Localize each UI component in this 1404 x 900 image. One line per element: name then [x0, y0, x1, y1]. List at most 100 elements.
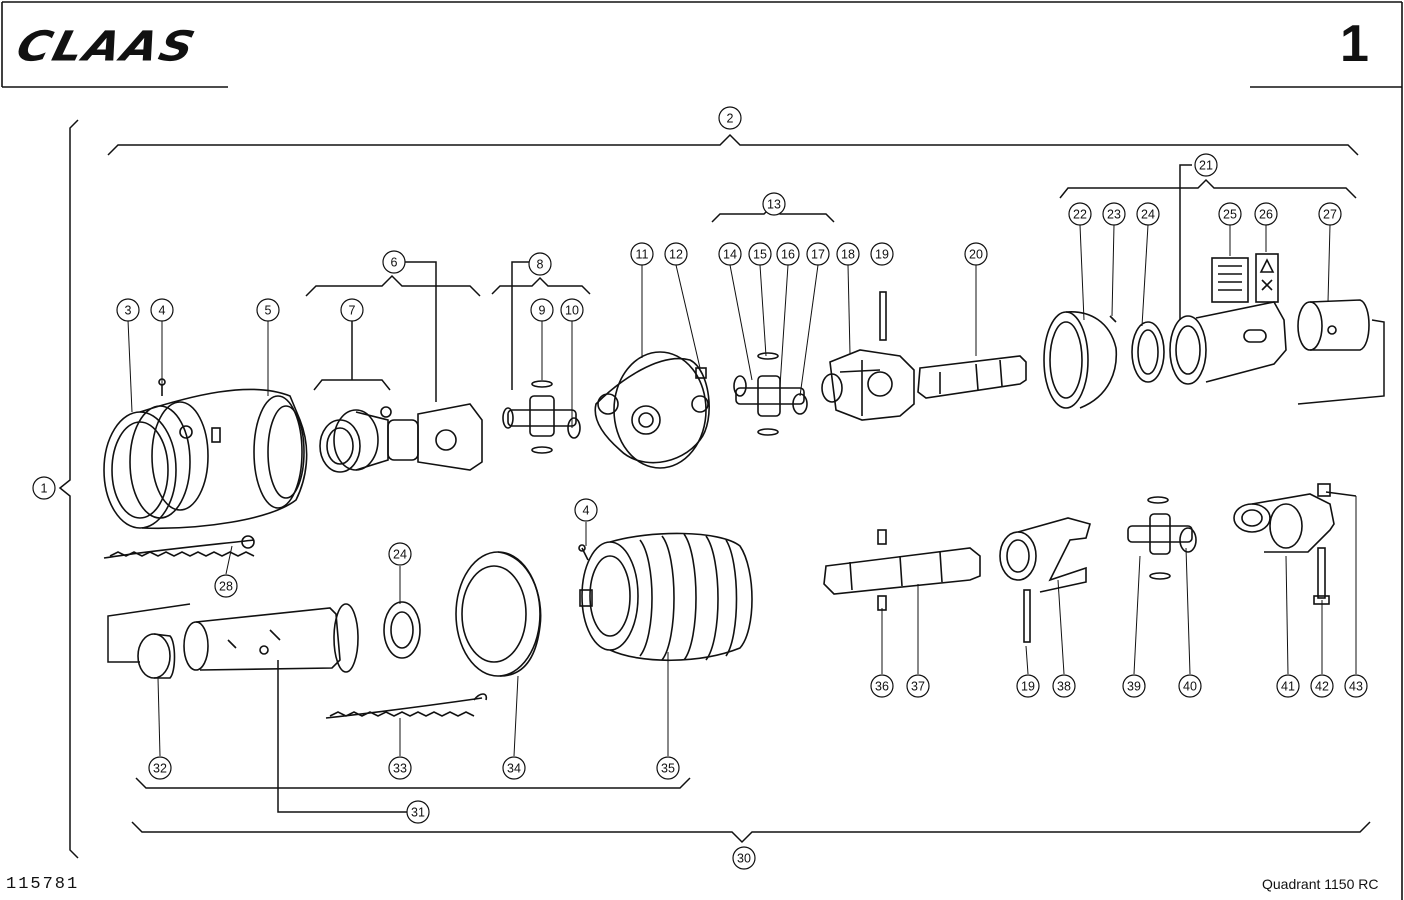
drawing-number: 115781	[6, 875, 80, 894]
callout-circle-33	[388, 756, 412, 780]
callout-circle-3	[116, 298, 140, 322]
callout-label-33: 33	[393, 762, 407, 776]
callout-circle-30	[732, 846, 756, 870]
part-yoke-18	[821, 349, 915, 421]
callout-label-7: 7	[349, 304, 356, 318]
part-flange-11	[594, 351, 710, 469]
callout-label-43: 43	[1349, 680, 1363, 694]
callout-circle-27	[1318, 202, 1342, 226]
part-bearing-ring-24-top	[1131, 321, 1165, 383]
callout-label-9: 9	[539, 304, 546, 318]
callout-circle-19	[1016, 674, 1040, 698]
callout-label-30: 30	[737, 852, 751, 866]
callout-label-34: 34	[507, 762, 521, 776]
callout-label-24: 24	[1141, 208, 1155, 222]
callout-label-20: 20	[969, 248, 983, 262]
part-screw-4	[158, 378, 166, 396]
part-screw-4-bottom	[578, 544, 589, 561]
callout-label-36: 36	[875, 680, 889, 694]
part-label-26	[1255, 253, 1279, 303]
callout-circle-25	[1218, 202, 1242, 226]
callout-circle-1	[32, 476, 56, 500]
callout-label-32: 32	[153, 762, 167, 776]
callout-circle-26	[1254, 202, 1278, 226]
callout-label-35: 35	[661, 762, 675, 776]
callout-circle-19	[870, 242, 894, 266]
callout-circle-37	[906, 674, 930, 698]
callout-label-16: 16	[781, 248, 795, 262]
page-number: 1	[1340, 15, 1369, 73]
callout-label-17: 17	[811, 248, 825, 262]
callout-circle-31	[406, 800, 430, 824]
callout-circle-17	[806, 242, 830, 266]
part-profile-tube-37	[823, 547, 981, 595]
part-screw-23	[1109, 315, 1117, 323]
callout-circle-6	[382, 250, 406, 274]
part-yoke-38	[999, 517, 1091, 593]
part-nut-43	[1317, 483, 1331, 497]
callout-label-41: 41	[1281, 680, 1295, 694]
callout-label-12: 12	[669, 248, 683, 262]
part-chain-33	[325, 693, 488, 719]
callout-label-23: 23	[1107, 208, 1121, 222]
part-bearing-ring-24-bottom	[383, 601, 421, 659]
callout-circle-11	[630, 242, 654, 266]
callout-label-24: 24	[393, 548, 407, 562]
callout-circle-20	[964, 242, 988, 266]
callout-label-1: 1	[41, 482, 48, 496]
callout-circle-43	[1344, 674, 1368, 698]
part-cross-kit-39-40	[1127, 496, 1197, 580]
callout-label-5: 5	[265, 304, 272, 318]
callout-circle-41	[1276, 674, 1300, 698]
callout-circle-18	[836, 242, 860, 266]
leader-lines	[127, 224, 1357, 757]
callout-label-40: 40	[1183, 680, 1197, 694]
part-guard-bellows-35	[579, 532, 753, 662]
part-pin-19-bottom	[1023, 589, 1031, 643]
callout-label-4: 4	[159, 304, 166, 318]
callout-label-21: 21	[1199, 159, 1213, 173]
callout-circle-22	[1068, 202, 1092, 226]
callout-label-6: 6	[391, 256, 398, 270]
part-grease-nipple-12	[695, 367, 707, 379]
callout-circle-36	[870, 674, 894, 698]
model-name: Quadrant 1150 RC	[1262, 876, 1379, 892]
part-pin-19-top	[879, 291, 887, 341]
callout-label-42: 42	[1315, 680, 1329, 694]
assembly-brackets	[58, 119, 1385, 859]
callout-label-14: 14	[723, 248, 737, 262]
callout-circle-39	[1122, 674, 1146, 698]
part-guard-tube-21	[1169, 301, 1287, 385]
part-guard-funnel-3-5	[103, 388, 308, 530]
callout-circle-14	[718, 242, 742, 266]
callout-label-38: 38	[1057, 680, 1071, 694]
callout-label-39: 39	[1127, 680, 1141, 694]
part-label-25	[1211, 257, 1249, 303]
callout-circle-34	[502, 756, 526, 780]
part-end-cap-32	[137, 633, 176, 679]
callout-label-22: 22	[1073, 208, 1087, 222]
callout-label-2: 2	[727, 112, 734, 126]
callout-circle-24	[388, 542, 412, 566]
callout-label-10: 10	[565, 304, 579, 318]
part-bolt-42	[1313, 547, 1330, 605]
callout-label-13: 13	[767, 198, 781, 212]
part-cross-kit-8	[502, 380, 581, 454]
callout-circle-23	[1102, 202, 1126, 226]
callout-circle-7	[340, 298, 364, 322]
callout-circle-5	[256, 298, 280, 322]
part-chain-28	[103, 535, 255, 559]
callout-circle-10	[560, 298, 584, 322]
part-yoke-41	[1233, 493, 1335, 553]
callout-label-8: 8	[537, 258, 544, 272]
callout-label-18: 18	[841, 248, 855, 262]
part-tube-27	[1297, 299, 1370, 351]
callout-circle-4	[150, 298, 174, 322]
callout-label-19: 19	[1021, 680, 1035, 694]
part-guard-cone-22	[1043, 311, 1118, 409]
callout-label-19: 19	[875, 248, 889, 262]
callout-label-11: 11	[636, 248, 649, 262]
